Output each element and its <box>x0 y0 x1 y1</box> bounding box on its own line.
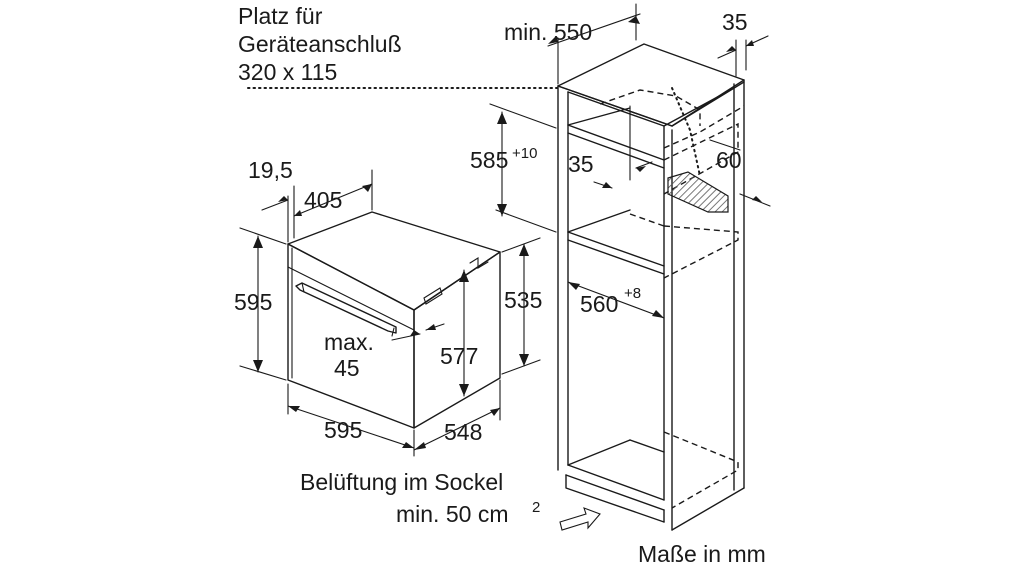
dim-560-sup: +8 <box>624 285 641 302</box>
oven-drawing <box>287 211 501 429</box>
cabinet-drawing <box>247 43 745 531</box>
max-label-line1: max. <box>324 329 374 355</box>
dim-548-label: 548 <box>444 419 482 445</box>
dim-595-bottom-label: 595 <box>324 417 362 443</box>
dim-560-label: 560 <box>580 291 618 317</box>
dim-405-label: 405 <box>304 187 342 213</box>
ventilation-label-line2: min. 50 cm <box>396 501 508 527</box>
units-label: Maße in mm <box>638 541 766 567</box>
dim-595-left-label: 595 <box>234 289 272 315</box>
min-550-label: min. 550 <box>504 19 592 45</box>
dim-585-label: 585 <box>470 147 508 173</box>
dim-577-label: 577 <box>440 343 478 369</box>
ventilation-label-line1: Belüftung im Sockel <box>300 469 503 495</box>
connection-label-line1: Platz für <box>238 3 323 29</box>
dimension-labels: Platz für Geräteanschluß 320 x 115 min. … <box>234 3 766 567</box>
dim-35-top-label: 35 <box>722 9 748 35</box>
dim-535-label: 535 <box>504 287 542 313</box>
ventilation-sup: 2 <box>532 499 540 516</box>
dim-60-label: 60 <box>716 147 742 173</box>
dim-35-mid-label: 35 <box>568 151 594 177</box>
connection-label-line2: Geräteanschluß <box>238 31 402 57</box>
max-label-line2: 45 <box>334 355 360 381</box>
dim-585-sup: +10 <box>512 145 537 162</box>
connection-label-line3: 320 x 115 <box>238 59 337 85</box>
dimension-lines <box>239 3 771 531</box>
dim-19-5-label: 19,5 <box>248 157 293 183</box>
